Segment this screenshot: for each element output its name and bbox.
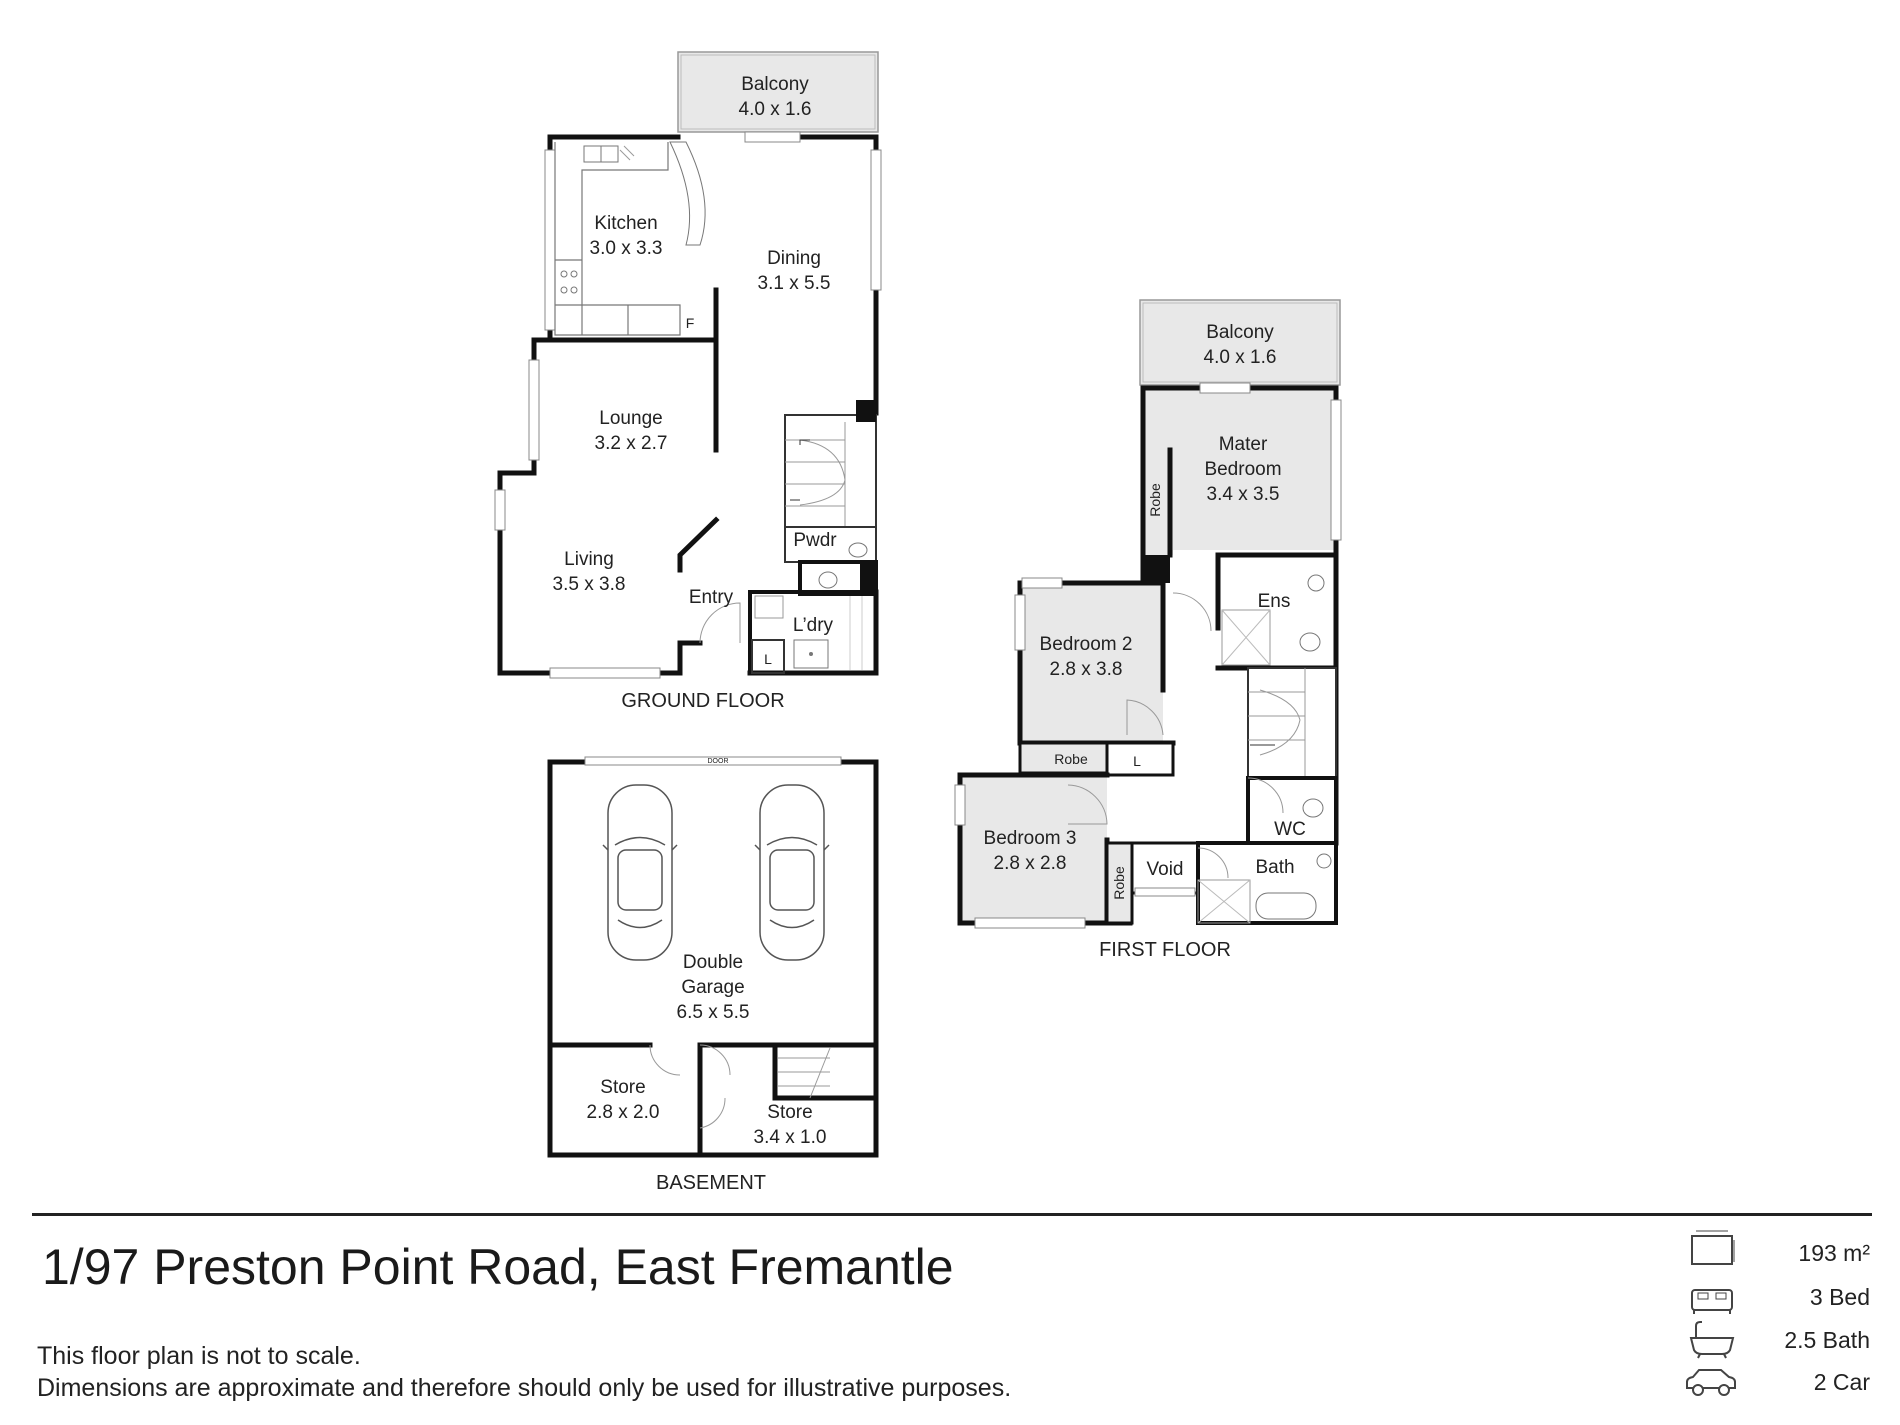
balcony-first (1139, 299, 1341, 386)
living-name: Living (564, 549, 614, 570)
balcony-first-name: Balcony (1206, 322, 1274, 343)
lounge-dims: 3.2 x 2.7 (595, 433, 668, 454)
first-floor: Robe Ens Bedroom 2 2.8 x 3.8 Robe L Bedr… (954, 299, 1342, 961)
wc-name: WC (1274, 819, 1306, 840)
disclaimer-line2: Dimensions are approximate and therefore… (37, 1374, 1012, 1402)
store2-name: Store (767, 1102, 812, 1123)
master-line2: Bedroom (1204, 459, 1281, 480)
property-address: 1/97 Preston Point Road, East Fremantle (42, 1239, 954, 1295)
lounge-name: Lounge (599, 408, 662, 429)
bath-name: Bath (1255, 857, 1294, 878)
master-line1: Mater (1219, 434, 1268, 455)
stat-car: 2 Car (1813, 1369, 1870, 1395)
area-icon (1691, 1230, 1735, 1265)
ground-floor-label: GROUND FLOOR (621, 690, 784, 712)
bedroom2-dims: 2.8 x 3.8 (1050, 659, 1123, 680)
store1-name: Store (600, 1077, 645, 1098)
pwdr-name: Pwdr (793, 530, 837, 551)
ens-name: Ens (1258, 591, 1291, 612)
void-name: Void (1147, 859, 1184, 880)
bedroom3-dims: 2.8 x 2.8 (994, 853, 1067, 874)
balcony-first-dims: 4.0 x 1.6 (1204, 347, 1277, 368)
robe-bed2-name: Robe (1054, 751, 1088, 767)
floor-plan: F L Balcony 4.0 x 1.6 (494, 51, 1342, 1194)
kitchen-name: Kitchen (594, 213, 657, 234)
living-dims: 3.5 x 3.8 (553, 574, 626, 595)
bath-icon (1689, 1321, 1735, 1359)
bed-icon (1691, 1289, 1733, 1314)
car-left-icon (602, 784, 678, 961)
car-right-icon (754, 784, 830, 961)
linen-first-name: L (1133, 753, 1141, 769)
first-floor-label: FIRST FLOOR (1099, 939, 1231, 961)
stat-bed: 3 Bed (1809, 1284, 1870, 1310)
fridge-label: F (686, 315, 695, 331)
entry-name: Entry (689, 587, 734, 608)
stat-bath: 2.5 Bath (1784, 1327, 1870, 1353)
ground-floor: F L Balcony 4.0 x 1.6 (494, 51, 882, 712)
garage-dims: 6.5 x 5.5 (677, 1002, 750, 1023)
garage-door-label: DOOR (708, 758, 729, 765)
garage-line1: Double (683, 952, 743, 973)
kitchen-dims: 3.0 x 3.3 (590, 238, 663, 259)
robe-bed3-name: Robe (1111, 866, 1127, 900)
balcony-ground-name: Balcony (741, 74, 809, 95)
disclaimer-line1: This floor plan is not to scale. (37, 1342, 361, 1370)
stat-area: 193 m² (1798, 1240, 1870, 1266)
garage-line2: Garage (681, 977, 744, 998)
store2-dims: 3.4 x 1.0 (754, 1127, 827, 1148)
balcony-ground-dims: 4.0 x 1.6 (739, 99, 812, 120)
bedroom2-name: Bedroom 2 (1040, 634, 1133, 655)
ldry-name: L’dry (793, 615, 834, 636)
basement: DOOR Double Garage 6.5 x 5.5 (547, 756, 879, 1194)
footer-divider (32, 1213, 1872, 1216)
balcony-ground (677, 51, 879, 133)
store1-dims: 2.8 x 2.0 (587, 1102, 660, 1123)
basement-label: BASEMENT (656, 1172, 766, 1194)
dining-dims: 3.1 x 5.5 (758, 273, 831, 294)
dining-name: Dining (767, 248, 821, 269)
car-icon (1686, 1369, 1736, 1396)
linen-ground-label: L (764, 651, 772, 667)
bedroom3-name: Bedroom 3 (984, 828, 1077, 849)
master-dims: 3.4 x 3.5 (1207, 484, 1280, 505)
robe-master-name: Robe (1147, 483, 1163, 517)
